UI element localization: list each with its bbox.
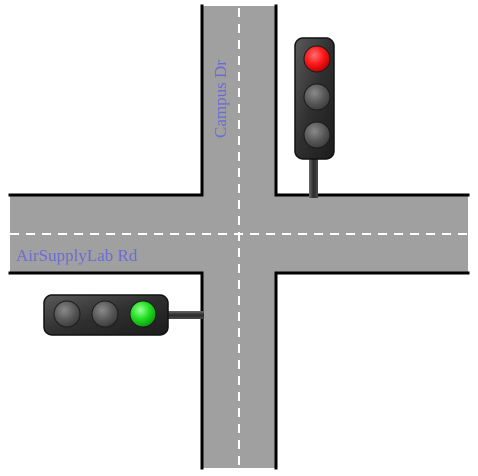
horizontal-signal-yellow-lamp [91,300,119,328]
vertical-signal-red-lamp [303,45,331,73]
vertical-signal-yellow-lamp [303,83,331,111]
vertical-road-label: Campus Dr [211,60,230,138]
vertical-signal-green-lamp [303,121,331,149]
horizontal-signal-red-lamp [53,300,81,328]
horizontal-road-label: AirSupplyLab Rd [16,246,138,265]
curb-lines [8,4,470,470]
horizontal-traffic-signal[interactable] [43,294,204,336]
horizontal-signal-green-lamp [129,300,157,328]
vertical-signal-pole [309,154,318,198]
horizontal-signal-pole [164,311,204,319]
lane-markings [10,8,468,468]
vertical-traffic-signal[interactable] [294,37,335,198]
